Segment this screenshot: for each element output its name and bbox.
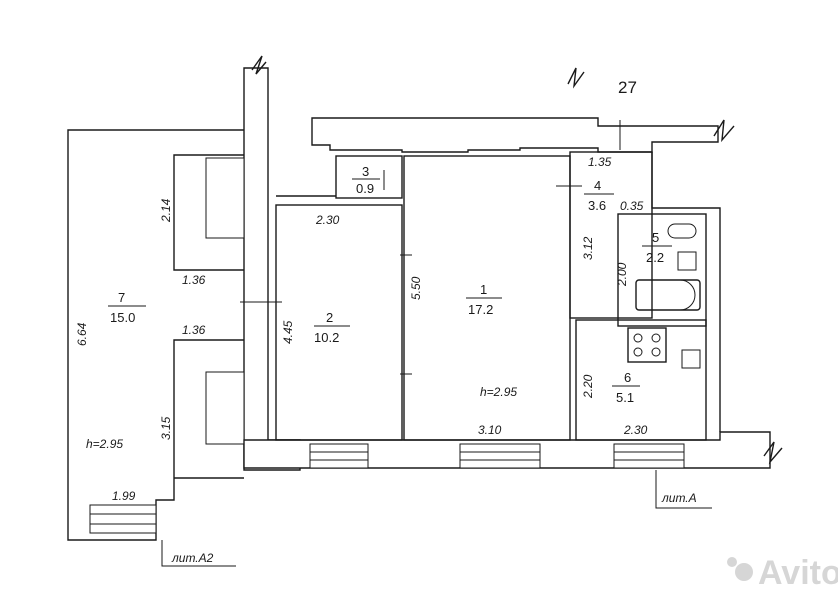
window-r6 bbox=[613, 443, 685, 469]
room6-number: 6 bbox=[624, 370, 631, 385]
dim-r4-height: 3.12 bbox=[581, 236, 595, 260]
kitchen-sink bbox=[681, 349, 701, 369]
room6 bbox=[575, 319, 707, 441]
dim-r6-height: 2.20 bbox=[581, 374, 595, 399]
sink bbox=[677, 251, 697, 271]
room7-number: 7 bbox=[118, 290, 125, 305]
room5-area: 2.2 bbox=[646, 250, 664, 265]
avito-watermark: Avito bbox=[727, 554, 838, 592]
dim-r4-small: 0.35 bbox=[620, 199, 644, 213]
dim-r7-corridor-bottom: 1.36 bbox=[182, 323, 206, 337]
dim-r7-lower: 3.15 bbox=[159, 416, 173, 440]
dimensions: 6.64 2.14 1.36 1.36 3.15 1.99 2.30 4.45 … bbox=[75, 120, 648, 503]
dim-r7-top-width: 2.14 bbox=[159, 198, 173, 223]
watermark-text: Avito bbox=[758, 554, 838, 592]
dim-r2-height: 4.45 bbox=[281, 320, 295, 344]
niche-lower bbox=[205, 371, 245, 445]
label-lit-a2: лит.А2 bbox=[171, 551, 214, 565]
ceiling-height-left: h=2.95 bbox=[86, 437, 123, 451]
dim-r1-bottom: 3.10 bbox=[478, 423, 502, 437]
room1-area: 17.2 bbox=[468, 302, 493, 317]
apartment-number: 27 bbox=[618, 78, 637, 97]
stove bbox=[627, 327, 667, 363]
room4-area: 3.6 bbox=[588, 198, 606, 213]
niche-upper bbox=[205, 157, 245, 239]
top-wall bbox=[311, 117, 719, 153]
dim-r5-height: 2.00 bbox=[615, 262, 629, 287]
room2-number: 2 bbox=[326, 310, 333, 325]
bathtub bbox=[635, 279, 701, 311]
window-r7 bbox=[89, 504, 157, 534]
window-r2 bbox=[309, 443, 369, 469]
walls bbox=[67, 55, 783, 567]
window-r1 bbox=[459, 443, 541, 469]
label-lit-a: лит.А bbox=[661, 491, 697, 505]
room2 bbox=[275, 204, 403, 441]
room5 bbox=[617, 213, 707, 327]
room7-area: 15.0 bbox=[110, 310, 135, 325]
dim-r2-top: 2.30 bbox=[315, 213, 340, 227]
room3-number: 3 bbox=[362, 164, 369, 179]
toilet bbox=[667, 223, 697, 239]
room7-inner bbox=[173, 154, 244, 271]
room6-area: 5.1 bbox=[616, 390, 634, 405]
room3 bbox=[335, 155, 403, 199]
dim-r4-top: 1.35 bbox=[588, 155, 612, 169]
dim-r6-bottom: 2.30 bbox=[623, 423, 648, 437]
room5-number: 5 bbox=[652, 230, 659, 245]
room4 bbox=[569, 151, 653, 319]
dim-r7-height: 6.64 bbox=[75, 322, 89, 346]
room3-area: 0.9 bbox=[356, 181, 374, 196]
room2-area: 10.2 bbox=[314, 330, 339, 345]
dim-r7-corridor-top: 1.36 bbox=[182, 273, 206, 287]
room4-number: 4 bbox=[594, 178, 601, 193]
room-labels: 7 15.0 2 10.2 3 0.9 1 17.2 4 3.6 5 2.2 6… bbox=[108, 164, 672, 405]
wall-7-2 bbox=[243, 67, 301, 471]
room1-number: 1 bbox=[480, 282, 487, 297]
dim-r7-bottom: 1.99 bbox=[112, 489, 136, 503]
dim-r1-height: 5.50 bbox=[409, 276, 423, 300]
ceiling-height-center: h=2.95 bbox=[480, 385, 517, 399]
